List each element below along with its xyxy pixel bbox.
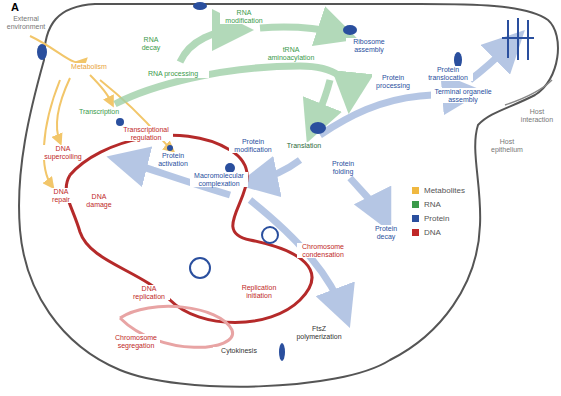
rna-arrow: [180, 30, 240, 62]
host-attachment: [502, 18, 534, 60]
metabolite-flows: [30, 36, 172, 186]
legend-swatch: [412, 187, 419, 194]
process-label: Protein translocation: [423, 66, 473, 81]
process-label: Translation: [281, 142, 327, 150]
process-label: RNA modification: [220, 9, 268, 24]
process-label: Chromosome segregation: [112, 334, 160, 349]
transporter: [37, 44, 47, 60]
rna-flows: [115, 27, 350, 130]
legend-row: Protein: [412, 214, 449, 223]
process-label: Protein folding: [326, 160, 360, 175]
ftsz-ring: [279, 343, 285, 361]
cell-membrane: [19, 4, 558, 387]
transporter: [193, 2, 207, 10]
process-label: Ribosome assembly: [346, 38, 392, 53]
process-label: Protein processing: [372, 74, 414, 89]
legend-row: DNA: [412, 228, 441, 237]
metabolite-arrow: [90, 75, 112, 104]
host-epithelium-line: [505, 80, 552, 105]
process-label: DNA supercoiling: [42, 145, 84, 160]
process-label: DNA replication: [128, 285, 170, 300]
rna-arrow: [260, 27, 345, 35]
legend-text: Protein: [424, 214, 449, 223]
dna-strand: [66, 135, 312, 322]
process-label: Protein modification: [229, 138, 277, 153]
process-label: External environment: [5, 15, 47, 30]
metabolite-arrow: [30, 36, 85, 63]
process-label: DNA repair: [45, 188, 77, 203]
protein-arrow: [350, 178, 385, 220]
adhesin: [502, 37, 534, 39]
legend-swatch: [412, 215, 419, 222]
legend-row: Metabolites: [412, 186, 465, 195]
process-label: Macromolecular complexation: [190, 172, 248, 187]
legend-text: RNA: [424, 200, 441, 209]
process-label: DNA damage: [82, 193, 116, 208]
legend-swatch: [412, 201, 419, 208]
panel-label: A: [7, 2, 23, 14]
protein-flows: [120, 40, 515, 315]
process-label: Transcriptional regulation: [119, 126, 173, 141]
process-label: Metabolism: [63, 63, 115, 71]
process-label: Transcription: [73, 108, 125, 116]
process-label: RNA decay: [137, 36, 165, 51]
legend-row: RNA: [412, 200, 441, 209]
replisome: [262, 227, 278, 243]
process-label: Replication initiation: [235, 284, 283, 299]
legend-text: Metabolites: [424, 186, 465, 195]
process-label: Protein decay: [369, 225, 403, 240]
metabolite-arrow: [57, 78, 70, 142]
process-label: Chromosome condensation: [297, 243, 349, 258]
process-label: Cytokinesis: [213, 347, 265, 355]
adhesin: [527, 20, 529, 60]
process-label: RNA processing: [137, 70, 209, 78]
replisome: [190, 258, 210, 278]
process-label: Protein activation: [154, 152, 192, 167]
legend-text: DNA: [424, 228, 441, 237]
process-label: Host interaction: [516, 108, 558, 123]
process-label: Terminal organelle assembly: [431, 88, 495, 103]
legend-swatch: [412, 229, 419, 236]
process-label: tRNA aminoacylation: [263, 46, 319, 61]
ribosome: [343, 25, 357, 35]
rna-arrow: [115, 66, 350, 104]
process-label: Host epithelium: [487, 138, 527, 153]
process-label: FtsZ polymerization: [293, 325, 345, 340]
protein-blobs: [37, 2, 462, 361]
ribosome: [310, 122, 326, 134]
protein-arrow: [250, 160, 300, 182]
metabolite-arrow: [44, 80, 60, 186]
chromosome: [66, 135, 312, 347]
protein: [116, 118, 124, 126]
protein: [167, 145, 173, 151]
